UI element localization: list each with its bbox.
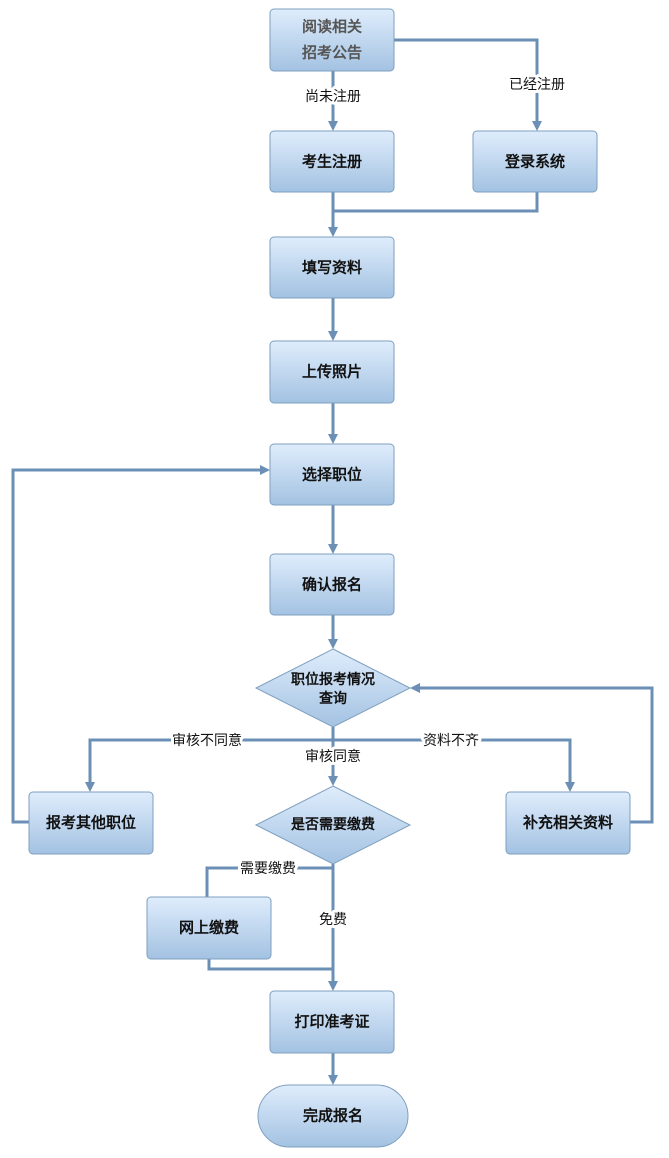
node-apply-other: 报考其他职位 — [28, 791, 154, 855]
node-online-pay: 网上缴费 — [146, 896, 272, 960]
edge-supplement-to-query — [410, 683, 654, 824]
edge-login-to-fill — [333, 192, 539, 213]
label-review-rejected: 审核不同意 — [172, 732, 242, 749]
node-text: 查询 — [319, 690, 347, 707]
label-payment-required: 需要缴费 — [240, 861, 296, 877]
label-incomplete: 资料不齐 — [423, 733, 479, 749]
node-text: 补充相关资料 — [522, 814, 613, 832]
node-text: 完成报名 — [303, 1107, 363, 1125]
edge-query-to-other — [85, 738, 333, 792]
edge-online-pay-to-print — [207, 959, 333, 971]
node-confirm: 确认报名 — [269, 553, 395, 616]
node-text: 打印准考证 — [294, 1013, 369, 1031]
node-supplement: 补充相关资料 — [505, 791, 631, 855]
edge-other-to-select — [11, 465, 270, 824]
node-need-pay: 是否需要缴费 — [254, 785, 412, 865]
node-text: 填写资料 — [302, 259, 362, 277]
node-print-ticket: 打印准考证 — [269, 990, 395, 1054]
node-text: 阅读相关 — [302, 18, 362, 36]
edge-pay-decision-to-online-pay — [205, 866, 333, 897]
node-text: 登录系统 — [504, 153, 565, 171]
edge-query-to-supplement — [333, 738, 575, 792]
label-free: 免费 — [319, 912, 347, 928]
node-text: 考生注册 — [302, 153, 362, 171]
node-text: 上传照片 — [302, 363, 362, 381]
node-read-announcement: 阅读相关 招考公告 — [269, 8, 395, 72]
node-text: 招考公告 — [302, 44, 362, 62]
node-select-position: 选择职位 — [269, 443, 395, 506]
node-query-status: 职位报考情况 查询 — [254, 648, 412, 728]
node-text: 网上缴费 — [179, 919, 239, 937]
connectors — [11, 38, 654, 1085]
label-review-approved: 审核同意 — [305, 748, 361, 765]
node-register: 考生注册 — [269, 130, 395, 193]
node-done: 完成报名 — [257, 1084, 409, 1148]
label-not-registered: 尚未注册 — [305, 89, 361, 105]
node-login: 登录系统 — [472, 130, 598, 193]
node-text: 选择职位 — [302, 466, 362, 484]
node-upload-photo: 上传照片 — [269, 340, 395, 404]
edge-read-to-login — [394, 38, 542, 131]
node-text: 是否需要缴费 — [291, 816, 375, 833]
node-fill-info: 填写资料 — [269, 236, 395, 299]
node-text: 报考其他职位 — [46, 814, 136, 832]
node-text: 确认报名 — [302, 576, 362, 594]
node-text: 职位报考情况 — [291, 671, 375, 688]
label-registered: 已经注册 — [509, 77, 565, 93]
